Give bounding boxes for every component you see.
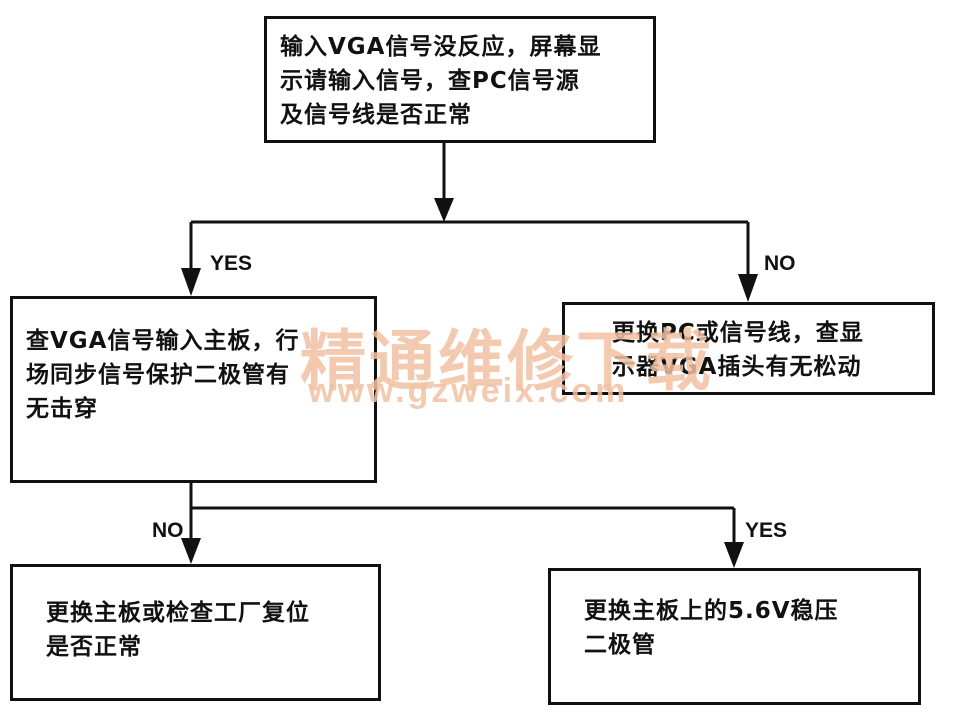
check-board-box-text: 查VGA信号输入主板，行 场同步信号保护二极管有 无击穿 — [26, 328, 300, 422]
arrowhead-replace-board — [181, 538, 201, 564]
replace-pc-box-text: 更换PC或信号线，查显 示器VGA插头有无松动 — [612, 320, 864, 380]
replace-pc-box — [562, 302, 935, 395]
watermark-title: 精通维修下载 — [300, 322, 714, 400]
replace-diode-box-text: 更换主板上的5.6V稳压 二极管 — [584, 598, 839, 658]
replace-board-box — [10, 564, 381, 701]
branch-label-no-bottom: NO — [152, 519, 184, 542]
arrowhead-start — [434, 198, 454, 222]
arrowhead-check — [181, 268, 201, 296]
branch-label-yes-bottom: YES — [745, 519, 788, 542]
replace-diode-box — [548, 568, 921, 705]
arrowhead-replace-pc — [738, 274, 758, 302]
branch-label-no-top: NO — [764, 252, 796, 275]
branch-label-yes-top: YES — [210, 252, 253, 275]
watermark-url: www.gzweix.com — [308, 372, 629, 410]
arrowhead-replace-diode — [724, 542, 744, 568]
start-box — [264, 16, 656, 143]
start-box-text: 输入VGA信号没反应，屏幕显 示请输入信号，查PC信号源 及信号线是否正常 — [280, 34, 602, 128]
check-board-box — [10, 296, 377, 483]
replace-board-box-text: 更换主板或检查工厂复位 是否正常 — [46, 600, 310, 660]
